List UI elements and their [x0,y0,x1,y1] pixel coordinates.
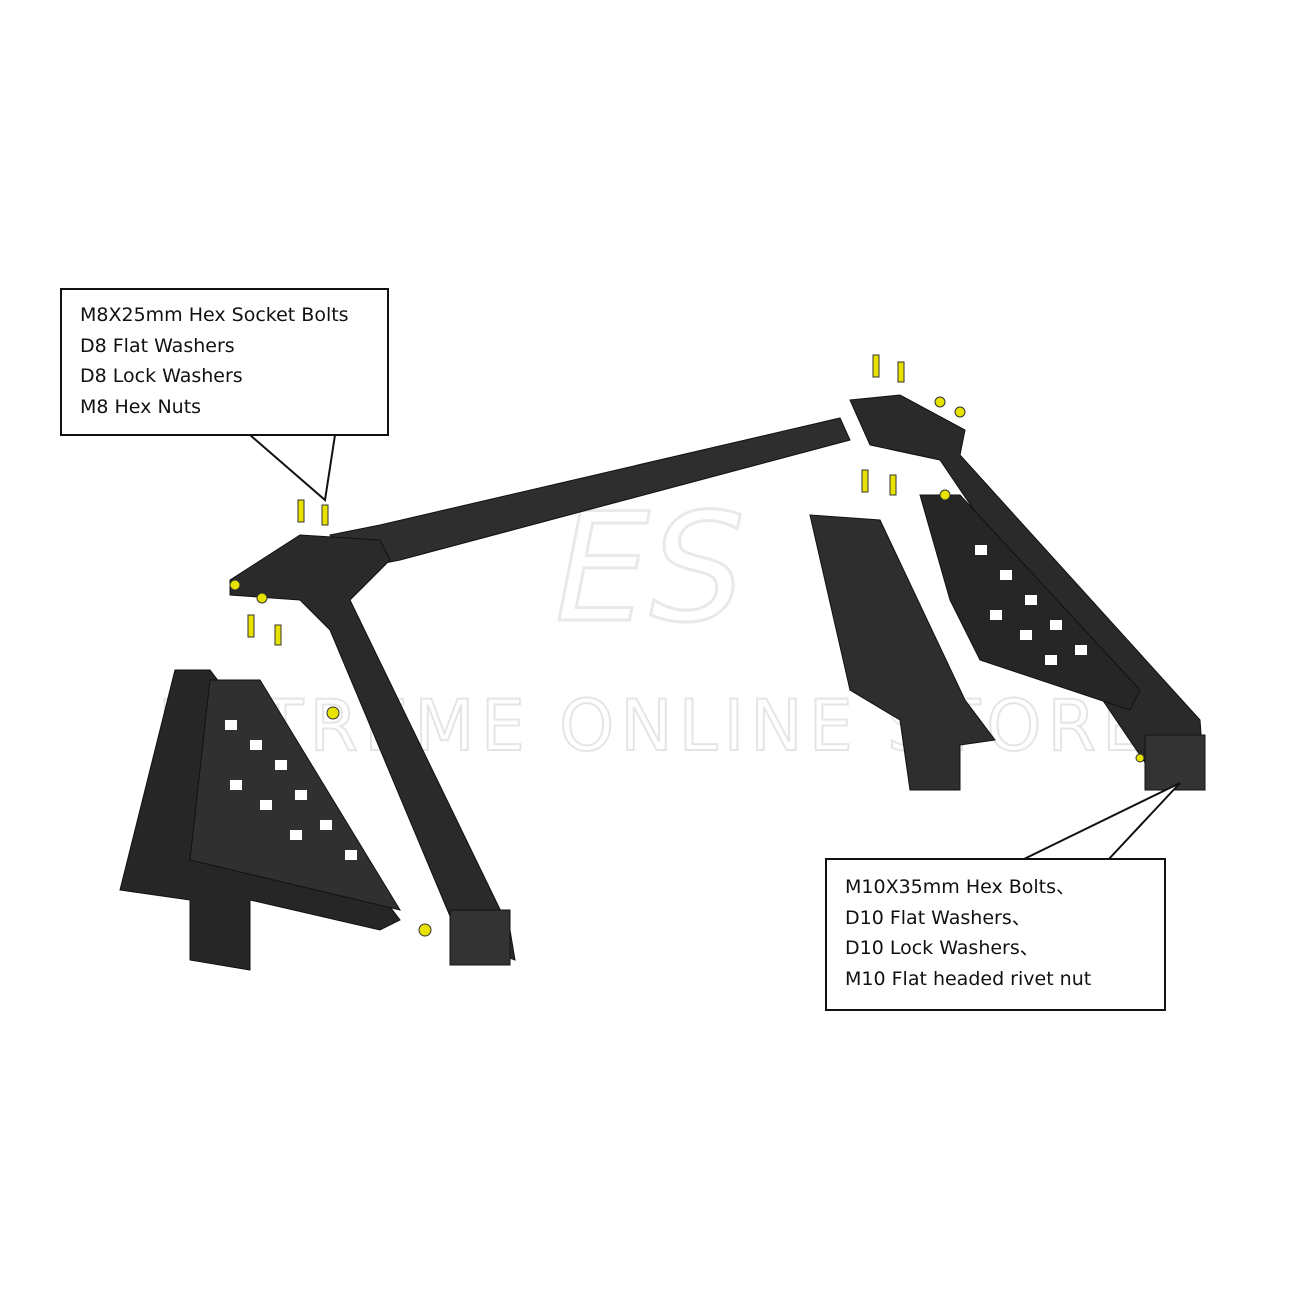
callout-line: D10 Lock Washers、 [845,937,1039,959]
right-foot-bracket [1144,734,1206,791]
callout-line: D10 Flat Washers、 [845,906,1031,929]
callout-m8-hardware: M8X25mm Hex Socket Bolts D8 Flat Washers… [60,288,389,436]
callout-line: M8 Hex Nuts [80,395,202,418]
callout-m10-hardware: M10X35mm Hex Bolts、 D10 Flat Washers、 D1… [825,858,1166,1011]
mesh-holes [225,545,1087,860]
watermark-text: EXTREME ONLINE STORE [158,685,1153,767]
left-upright [229,534,516,961]
hardware-fasteners [229,354,1145,937]
callout-line: M10X35mm Hex Bolts、 [845,876,1076,898]
left-foot-bracket [449,909,511,966]
callout-line: M10 Flat headed rivet nut [845,967,1092,990]
callout-line: D8 Lock Washers [80,365,243,387]
right-side-bracket [809,514,996,791]
callout-pointer-top-left [249,434,336,502]
callout-pointer-bottom-right [1021,782,1181,861]
callout-line: D8 Flat Washers [80,334,235,357]
callout-line: M8X25mm Hex Socket Bolts [80,304,349,326]
